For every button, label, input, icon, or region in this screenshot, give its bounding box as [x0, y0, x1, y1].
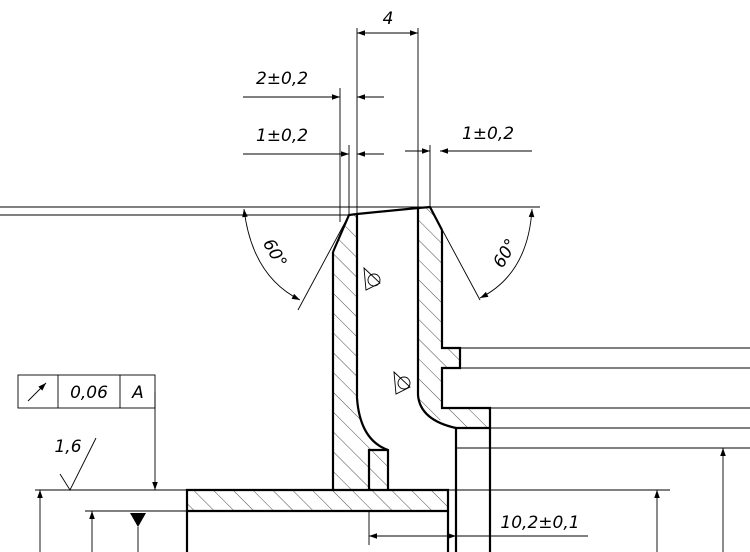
- dim-angle-right-label: 60°: [489, 235, 521, 271]
- dim-inner-chamfer-right-label: 1±0,2: [462, 124, 514, 144]
- datum-triangle-icon: [130, 513, 146, 552]
- dimension-inner-chamfer-left: 1±0,2: [243, 126, 384, 157]
- dim-inner-chamfer-left-label: 1±0,2: [256, 126, 308, 146]
- right-wall-section: [418, 207, 490, 428]
- runout-arrow-icon: [27, 382, 47, 402]
- left-wall-section: [333, 214, 388, 490]
- part-outline: [185, 205, 492, 552]
- part-section: [187, 207, 490, 511]
- dimension-bottom-width: 10,2±0,1: [369, 513, 588, 539]
- tolerance-value: 0,06: [70, 383, 108, 403]
- dimension-inner-chamfer-right: 1±0,2: [405, 124, 532, 154]
- roughness-value: 1,6: [54, 437, 81, 457]
- surface-finish-mark-lower: [393, 370, 411, 395]
- vertical-dimension-arrows: [37, 448, 726, 552]
- base-flange-section: [187, 490, 448, 511]
- dim-outer-chamfer-label: 2±0,2: [256, 69, 308, 89]
- dimension-angle-right: 60°: [479, 208, 535, 299]
- dimension-angle-left: 60°: [242, 208, 301, 301]
- dimension-top-width: 4: [357, 9, 418, 36]
- tolerance-datum: A: [131, 383, 144, 403]
- dimension-outer-chamfer: 2±0,2: [243, 69, 384, 100]
- dim-top-width-label: 4: [383, 9, 394, 29]
- surface-roughness-symbol: 1,6: [54, 437, 97, 491]
- surface-finish-mark-upper: [363, 266, 381, 291]
- runout-tolerance-frame: 0,06 A: [17, 374, 158, 490]
- dim-bottom-width-label: 10,2±0,1: [500, 513, 579, 533]
